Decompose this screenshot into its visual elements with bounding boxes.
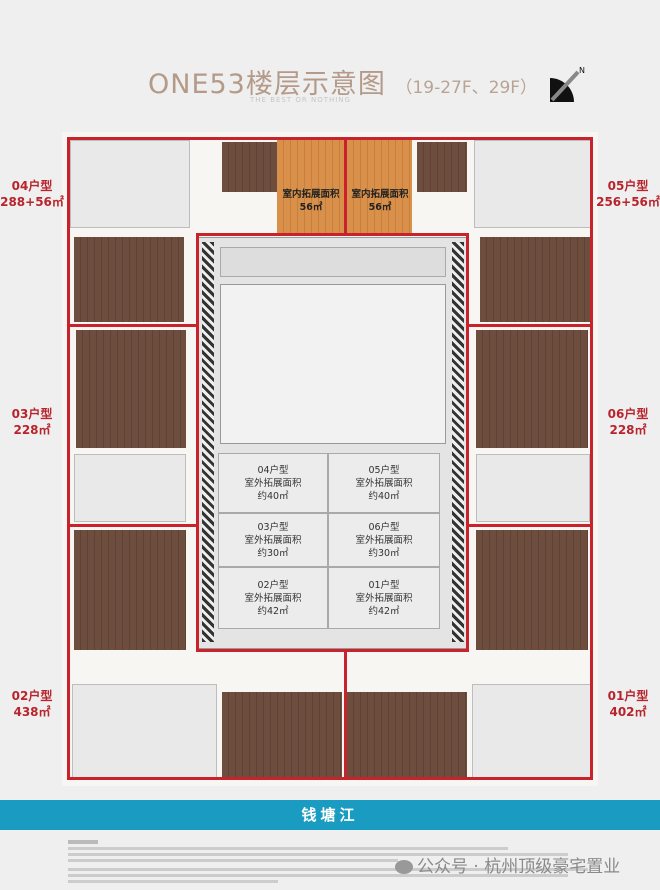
bedrooms-06 [476,330,588,448]
disclaimer-text [68,840,598,883]
bedrooms-01b [347,692,467,780]
bedrooms-02 [74,530,186,650]
boundary-line [590,137,593,780]
bedroom-05 [417,142,467,192]
river-band: 钱塘江 [0,800,660,830]
floor-range: （19-27F、29F） [395,78,538,98]
corridor [220,247,446,277]
bedroom-04b [74,237,184,322]
boundary-line [196,233,199,652]
indoor-extension-05 [347,140,412,235]
boundary-line [344,137,347,234]
wechat-icon [395,860,413,874]
indoor-extension-04 [277,140,345,235]
boundary-line [67,777,593,780]
living-room-03 [74,454,186,522]
bedrooms-03 [76,330,186,448]
subtitle: THE BEST OR NOTHING [250,96,351,104]
stone-border-left [202,242,214,642]
boundary-line [467,324,593,327]
bedrooms-01 [476,530,588,650]
north-arrow-icon: N [548,64,588,104]
boundary-line [196,233,468,236]
title-text: ONE53楼层示意图 [148,69,386,100]
boundary-line [67,524,197,527]
outdoor-extension-02: 02户型室外拓展面积约42㎡ [218,567,328,629]
boundary-line [67,137,70,780]
elevator-core [220,284,446,444]
boundary-line [196,649,468,652]
watermark: 公众号 · 杭州顶级豪宅置业 [395,852,620,877]
boundary-line [67,324,197,327]
outdoor-extension-03: 03户型室外拓展面积约30㎡ [218,513,328,567]
living-room-04 [70,140,190,228]
boundary-line [67,137,593,140]
boundary-line [344,650,347,780]
living-room-06 [476,454,590,522]
north-label: N [579,66,585,75]
living-room-05 [474,140,592,228]
living-room-01 [472,684,592,780]
bedrooms-02b [222,692,342,780]
outdoor-extension-05: 05户型室外拓展面积约40㎡ [328,453,440,513]
boundary-line [466,233,469,652]
boundary-line [467,524,593,527]
outdoor-extension-01: 01户型室外拓展面积约42㎡ [328,567,440,629]
outdoor-extension-04: 04户型室外拓展面积约40㎡ [218,453,328,513]
living-room-02 [72,684,217,780]
bedroom-04 [222,142,277,192]
stone-border-right [452,242,464,642]
page-title: ONE53楼层示意图 （19-27F、29F） [148,62,537,101]
bedroom-05b [480,237,590,322]
outdoor-extension-06: 06户型室外拓展面积约30㎡ [328,513,440,567]
